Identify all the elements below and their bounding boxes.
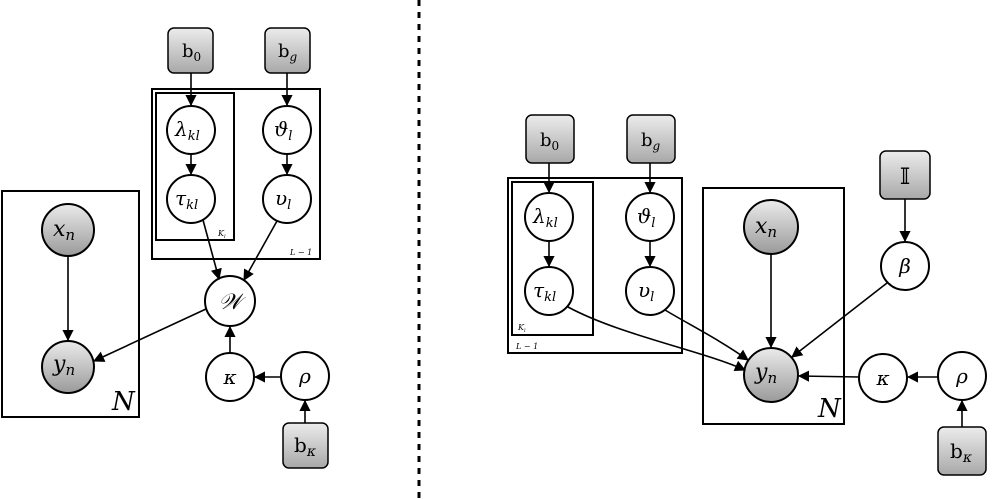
left-node-lambda-label: λkl: [174, 117, 200, 144]
left-node-x-label: xn: [53, 217, 75, 244]
right-node-vartheta-label: ϑl: [637, 204, 655, 231]
left-prior-b0-label: b0: [182, 41, 201, 64]
right-node-x-label: xn: [755, 214, 777, 241]
right-plate-N-label: N: [817, 394, 842, 424]
right-prior-b0-label: b0: [540, 130, 559, 153]
left-plate-N: [1, 190, 140, 418]
left-plate-K-label: Kl: [217, 229, 226, 240]
right-node-y-label: yn: [754, 360, 777, 387]
left-prior-bkappa-label: bκ: [294, 433, 316, 460]
right-node-upsilon-label: υl: [638, 278, 654, 305]
left-plate-L-label: L − 1: [289, 248, 312, 257]
right-prior-bg: [626, 114, 676, 164]
right-node-tau-label: τkl: [533, 278, 556, 305]
right-node-beta-label: β: [898, 254, 911, 278]
left-prior-bg-label: bg: [278, 41, 298, 64]
right-prior-b0: [525, 114, 575, 164]
left-model: N L − 1 Kl b0 bg bκ λkl τkl ϑl υl 𝒲 κ ρ …: [1, 27, 330, 469]
right-edge-tau-y: [567, 306, 747, 372]
left-node-y-label: yn: [52, 352, 75, 379]
right-prior-bkappa-label: bκ: [950, 439, 972, 466]
right-edge-upsilon-y: [664, 309, 749, 361]
right-model: L − 1 Kl N b0 bg 𝕀 bκ λkl τkl ϑl υl β κ …: [507, 114, 987, 476]
right-plate-L-label: L − 1: [515, 342, 538, 351]
left-plate-L: [151, 88, 321, 260]
right-edge-beta-y: [791, 282, 888, 358]
left-node-tau-label: τkl: [175, 186, 198, 213]
left-edge-W-y: [92, 308, 207, 362]
left-node-vartheta-label: ϑl: [274, 117, 292, 144]
right-edge-kappa-y: [797, 370, 860, 382]
left-plate-K: [155, 92, 235, 241]
left-plate-N-label: N: [111, 387, 136, 417]
right-prior-I-label: 𝕀: [900, 165, 910, 190]
left-node-kappa-label: κ: [222, 365, 236, 389]
right-plate-K-label: Kl: [517, 323, 526, 334]
right-node-rho-label: ρ: [955, 364, 968, 388]
left-edge-tau-W: [202, 219, 222, 281]
right-prior-bg-label: bg: [641, 130, 661, 153]
right-plate-L: [507, 177, 683, 354]
right-plate-N: [702, 187, 845, 425]
right-node-lambda-label: λkl: [532, 204, 558, 231]
left-node-rho-label: ρ: [298, 364, 311, 388]
left-edge-upsilon-W: [243, 220, 278, 281]
right-node-kappa-label: κ: [875, 366, 889, 390]
left-node-upsilon-label: υl: [275, 186, 291, 213]
